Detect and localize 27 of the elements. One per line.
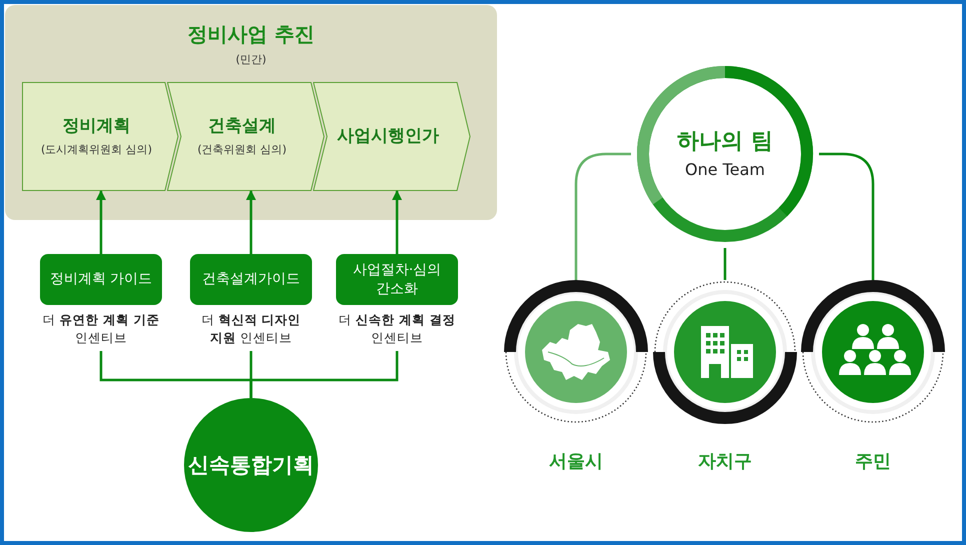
plan-circle: 신속통합기획 (184, 398, 318, 532)
incentive-note: 더 유연한 계획 기준 인센티브 (42, 311, 160, 347)
step-title: 사업시행인가 (336, 125, 440, 147)
connector-line (250, 351, 398, 398)
arrow (96, 190, 106, 254)
member-label: 서울시 (549, 450, 603, 473)
step-title: 건축설계 (207, 115, 277, 137)
step-title: 정비계획 (62, 115, 132, 137)
guide-box: 정비계획 가이드 (40, 254, 162, 305)
panel-subtitle: (민간) (234, 52, 268, 67)
step-note: (도시계획위원회 심의) (40, 142, 154, 157)
panel-title: 정비사업 추진 (186, 21, 316, 48)
connector-line (819, 152, 874, 280)
incentive-note: 더 혁신적 디자인 지원 인센티브 (200, 311, 302, 347)
connector-line (574, 152, 631, 280)
member-label: 주민 (855, 450, 891, 473)
guide-box: 건축설계가이드 (190, 254, 312, 305)
guide-box: 사업절차·심의 간소화 (336, 254, 458, 305)
connector-line (724, 248, 726, 280)
step-note: (건축위원회 심의) (196, 142, 288, 157)
incentive-note: 더 신속한 계획 결정 인센티브 (338, 311, 456, 347)
arrow (392, 190, 402, 254)
panel-background (5, 5, 497, 220)
ring-title: 하나의 팀 (676, 128, 774, 156)
arrow (246, 190, 256, 254)
ring-subtitle: One Team (684, 160, 766, 179)
member-label: 자치구 (698, 450, 752, 473)
